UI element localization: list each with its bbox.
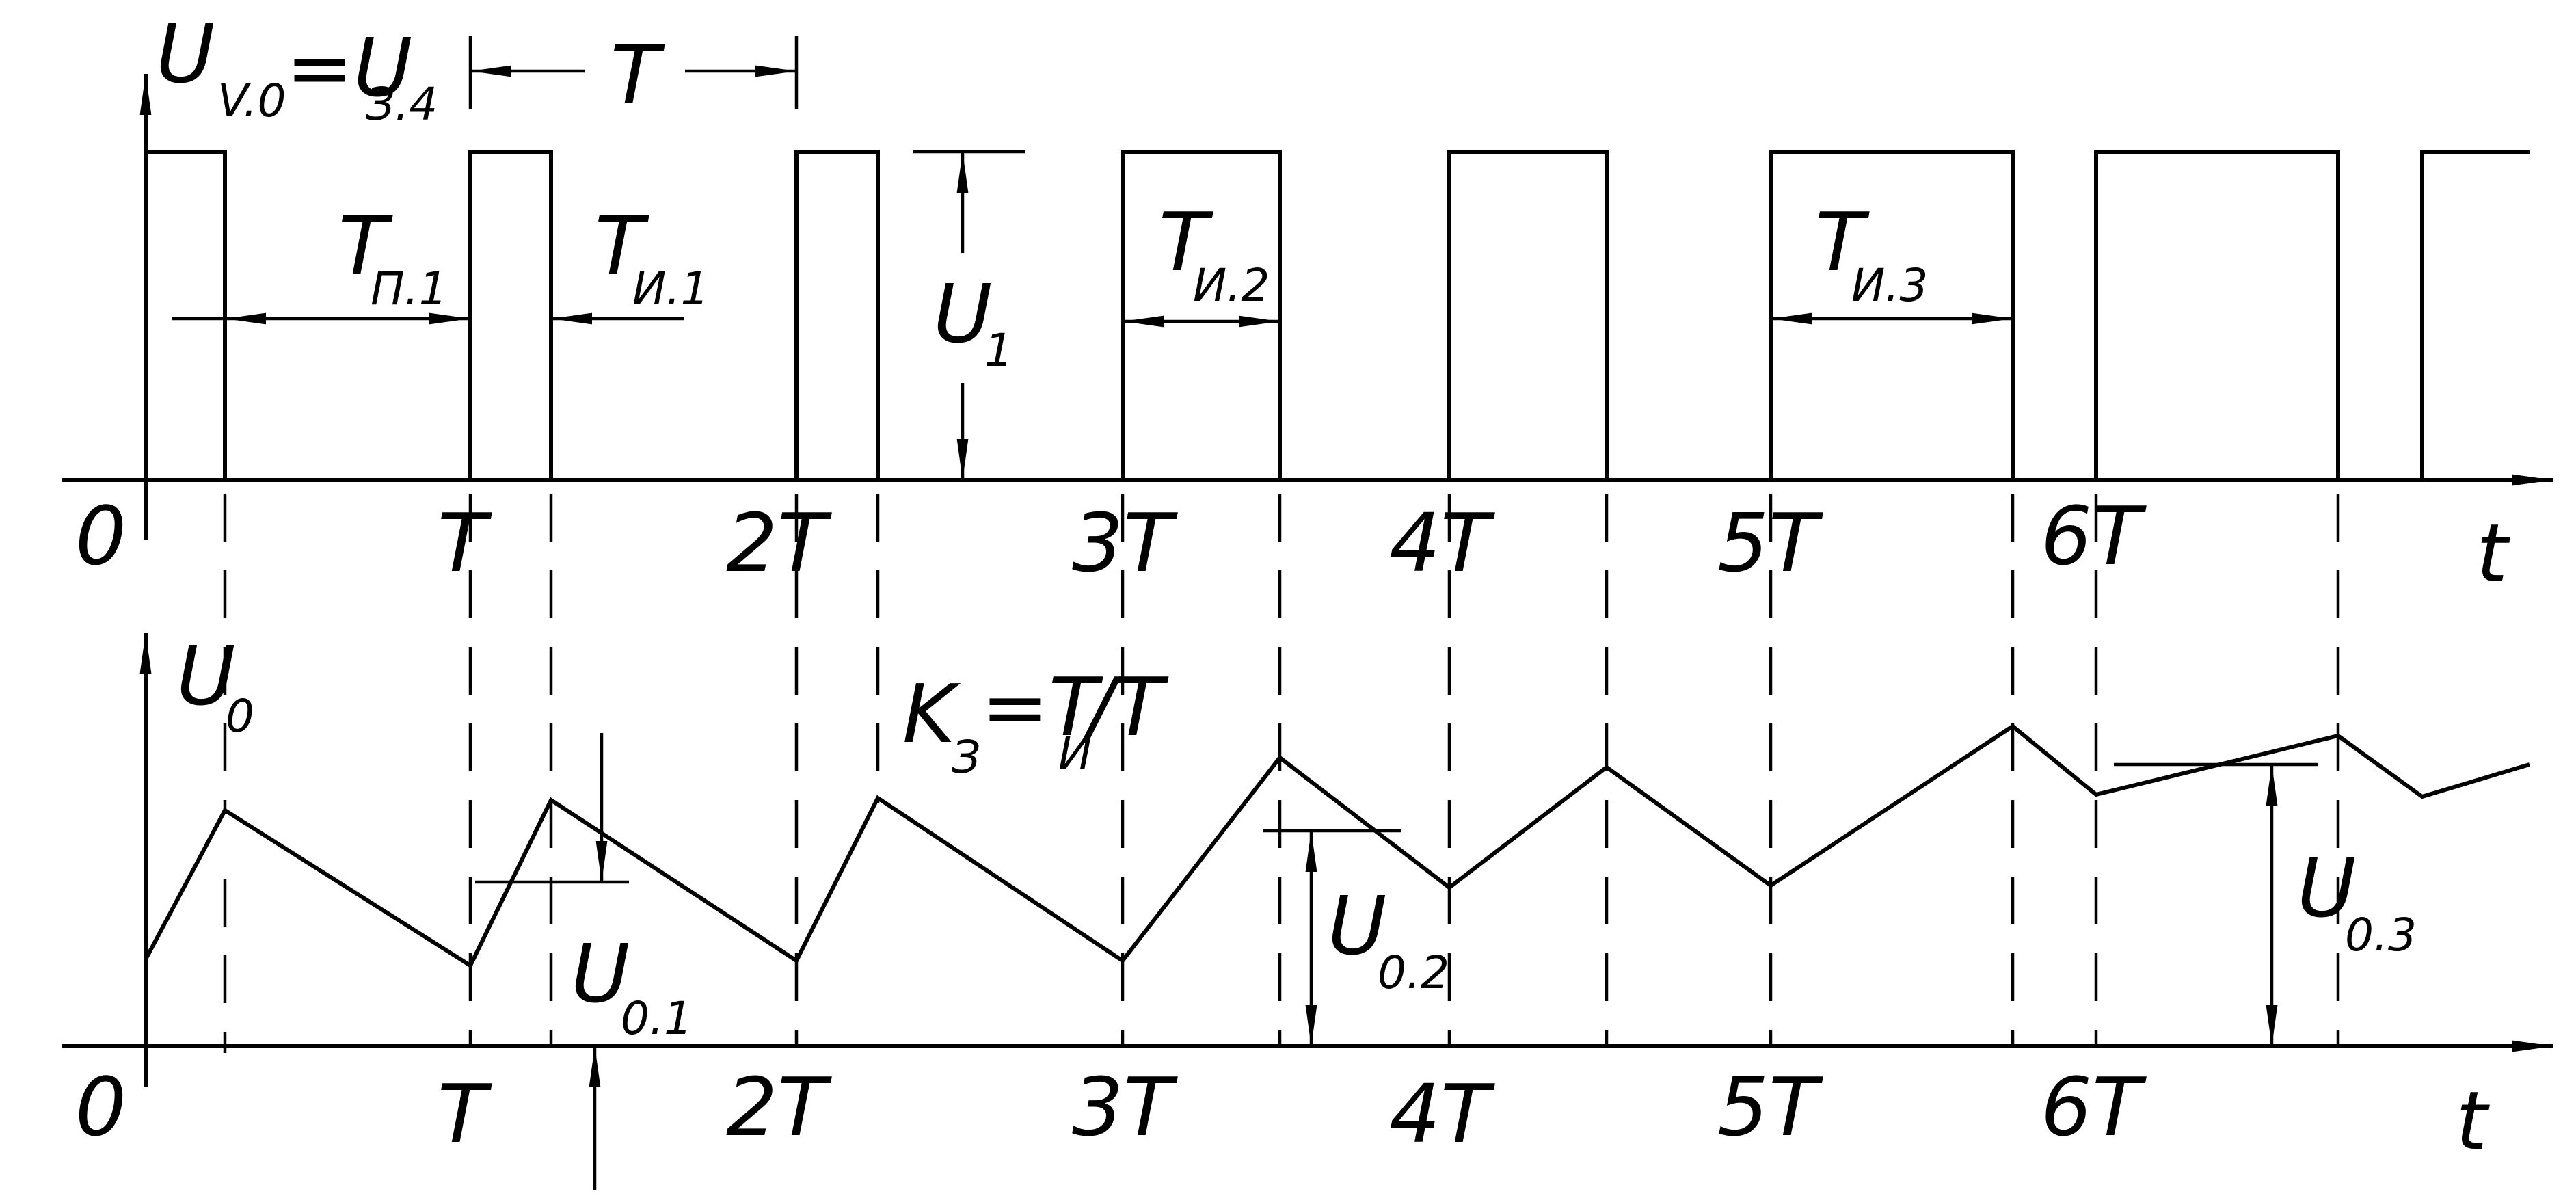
- y-label-u: U: [156, 7, 215, 101]
- ti2-label: T: [1159, 195, 1213, 289]
- top-y-axis-label: U V.0 =U З.4: [156, 7, 438, 131]
- u03-sub: 0.3: [2345, 909, 2417, 961]
- tp1-label: T: [338, 198, 393, 293]
- formula-k-sub: З: [952, 731, 980, 784]
- u02-label: U: [1328, 879, 1386, 973]
- bottom-tick-1: T: [438, 1067, 492, 1161]
- bottom-tick-3: 3T: [1072, 1060, 1178, 1154]
- bottom-tick-4: 4T: [1389, 1067, 1495, 1161]
- period-label: T: [611, 27, 665, 122]
- bottom-tick-6: 6T: [2041, 1060, 2147, 1154]
- pulse-waveform: [144, 150, 2530, 482]
- bottom-graph: U 0 K З =T И /T U 0.1 U 0.2: [62, 629, 2553, 1190]
- y-label-sub-v0: V.0: [217, 75, 286, 127]
- u02-sub: 0.2: [1378, 946, 1449, 999]
- top-tick-3: 3T: [1072, 496, 1178, 590]
- ti3-sub: И.3: [1851, 259, 1928, 312]
- top-tick-1: T: [438, 496, 492, 590]
- ti3-label: T: [1815, 195, 1870, 289]
- period-dimension: T: [468, 27, 799, 122]
- top-tick-labels: 0 T 2T 3T 4T 5T 6T t: [75, 489, 2510, 600]
- tp1-dimension: T П.1: [172, 198, 470, 325]
- u01-label: U: [571, 927, 630, 1021]
- bottom-y-label-sub: 0: [226, 690, 254, 743]
- tp1-sub: П.1: [371, 263, 448, 315]
- duty-cycle-formula: K З =T И /T: [902, 660, 1169, 784]
- top-x-axis-label: t: [2476, 506, 2510, 600]
- u01-sub: 0.1: [621, 992, 693, 1045]
- u03-label: U: [2297, 841, 2356, 935]
- y-label-sub-z4: З.4: [366, 78, 438, 131]
- u03-dimension: U 0.3: [2114, 762, 2417, 1046]
- formula-ti-sub: И: [1058, 728, 1092, 780]
- formula-div-t: /T: [1081, 660, 1169, 754]
- u1-sub: 1: [984, 324, 1013, 377]
- top-tick-0: 0: [75, 489, 126, 583]
- ti2-dimension: T И.2: [1123, 195, 1280, 328]
- top-tick-2: 2T: [726, 496, 832, 590]
- bottom-y-label-u: U: [176, 629, 235, 723]
- ti1-dimension: T И.1: [551, 198, 709, 325]
- top-graph: T U V.0 =U З.4 T П.1 T И.1 U 1: [62, 7, 2553, 600]
- bottom-tick-labels: 0 T 2T 3T 4T 5T 6T t: [75, 1060, 2490, 1168]
- bottom-tick-0: 0: [75, 1060, 126, 1154]
- u02-dimension: U 0.2: [1263, 829, 1449, 1046]
- ti1-sub: И.1: [632, 263, 709, 315]
- ti3-dimension: T И.3: [1771, 195, 2013, 325]
- ti2-sub: И.2: [1193, 259, 1270, 312]
- bottom-tick-5: 5T: [1717, 1060, 1823, 1154]
- u1-dimension: U 1: [913, 150, 1025, 480]
- u01-dimension: U 0.1: [475, 733, 693, 1190]
- ti1-label: T: [595, 198, 649, 293]
- u1-label: U: [933, 267, 992, 361]
- y-label-eq-u: =U: [286, 21, 412, 115]
- top-tick-6: 6T: [2041, 489, 2147, 583]
- formula-k: K: [902, 667, 961, 761]
- time-guide-lines: [223, 494, 2340, 1053]
- formula-eq-t: =T: [981, 660, 1103, 754]
- bottom-x-axis-label: t: [2456, 1074, 2490, 1168]
- top-tick-4: 4T: [1389, 496, 1495, 590]
- bottom-tick-2: 2T: [726, 1060, 832, 1154]
